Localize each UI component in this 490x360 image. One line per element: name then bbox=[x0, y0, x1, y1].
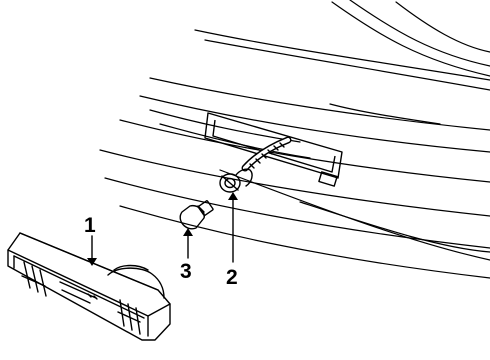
callout-1: 1 bbox=[84, 214, 96, 237]
socket-icon bbox=[219, 173, 241, 193]
arrow-up-icon bbox=[228, 192, 238, 200]
callout-2: 2 bbox=[226, 266, 238, 289]
arrow-up-icon bbox=[183, 228, 193, 236]
body-panel-contours bbox=[99, 0, 490, 279]
callout-3: 3 bbox=[180, 260, 192, 283]
arrow-down-icon bbox=[87, 258, 97, 266]
leader-lines bbox=[91, 195, 234, 263]
bulb-icon bbox=[179, 200, 214, 230]
marker-lamp-housing bbox=[7, 232, 171, 341]
socket-harness-assembly bbox=[219, 136, 292, 193]
arrowheads bbox=[87, 192, 238, 266]
